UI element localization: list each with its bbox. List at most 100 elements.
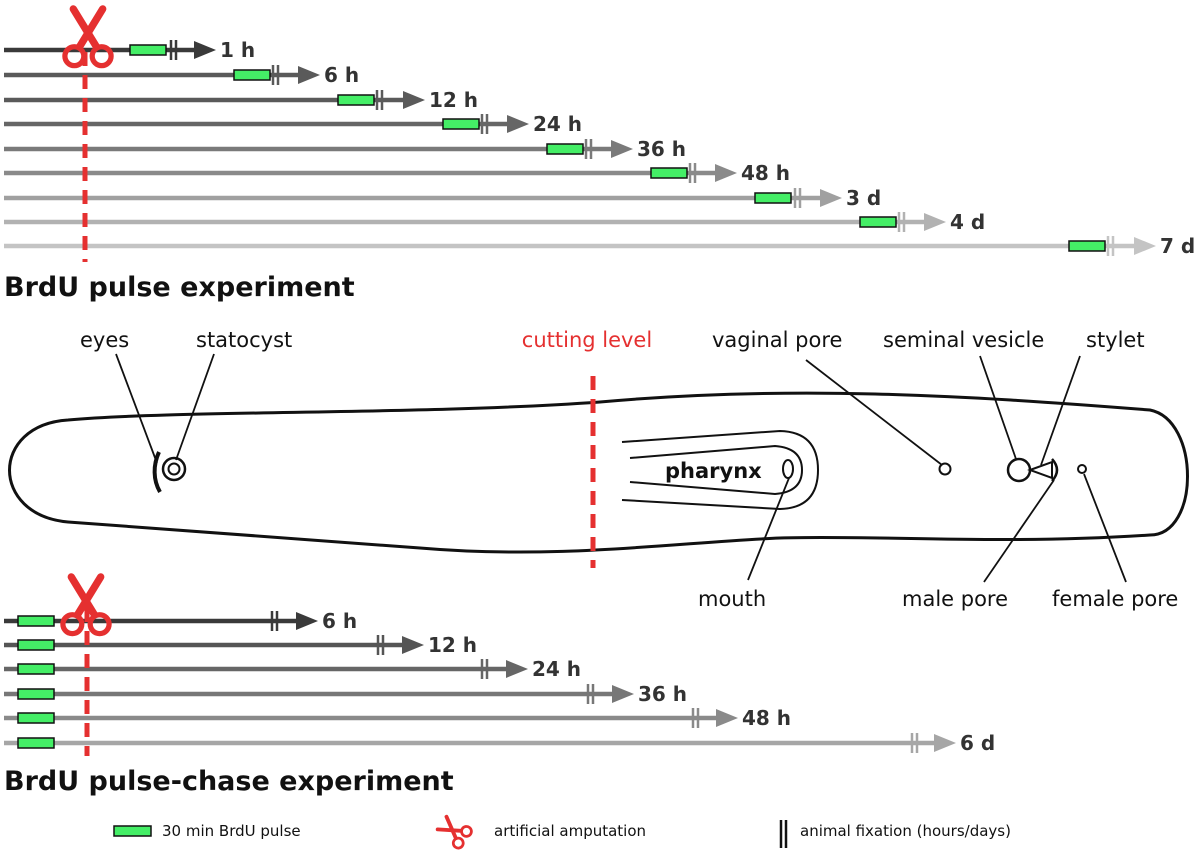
fixation-mark-icon	[793, 188, 802, 208]
arrowhead-icon	[194, 41, 216, 59]
chase-timeline-row: 24 h	[4, 657, 581, 681]
timepoint-label: 7 d	[1160, 234, 1195, 258]
pulse-timeline-row: 48 h	[4, 161, 790, 185]
arrowhead-icon	[612, 685, 634, 703]
pharynx-label: pharynx	[665, 459, 762, 483]
pulse-timeline-row: 3 d	[4, 186, 881, 210]
fixation-mark-icon	[376, 635, 385, 655]
stylet-icon	[1027, 460, 1053, 480]
animal-body: pharynx cutting level eyes statocyst vag…	[8, 328, 1189, 611]
pulse-bar-icon	[17, 615, 55, 627]
fixation-mark-icon	[897, 212, 906, 232]
pulse-experiment-timelines: 1 h 6 h 12 h24 h36 h 48 h3 d 4 d 7 d	[4, 38, 1195, 258]
seminal-vesicle-label: seminal vesicle	[883, 328, 1044, 352]
timepoint-label: 6 h	[322, 609, 357, 633]
pulse-bar-icon	[129, 44, 167, 56]
fixation-mark-icon	[270, 611, 279, 631]
fixation-mark-icon	[586, 684, 595, 704]
fixation-mark-icon	[169, 40, 178, 60]
timepoint-label: 48 h	[742, 706, 791, 730]
timepoint-label: 24 h	[532, 657, 581, 681]
fixation-mark-icon	[779, 820, 788, 848]
chase-timeline-row: 6 h	[4, 609, 357, 633]
mouth-leader	[747, 477, 790, 581]
timepoint-label: 12 h	[428, 633, 477, 657]
pharynx-outer	[621, 429, 820, 511]
pulse-bar-icon	[17, 712, 55, 724]
pulse-bar-icon	[650, 167, 688, 179]
pulse-bar-icon	[337, 94, 375, 106]
arrowhead-icon	[296, 612, 318, 630]
female-pore-icon	[1077, 464, 1087, 474]
legend-pulse-label: 30 min BrdU pulse	[162, 822, 301, 840]
legend: 30 min BrdU pulse artificial amputation …	[113, 811, 1011, 852]
chase-timeline-row: 36 h	[4, 682, 687, 706]
arrowhead-icon	[715, 164, 737, 182]
pulse-bar-icon	[17, 688, 55, 700]
pulse-timeline-row: 36 h	[4, 137, 686, 161]
pulse-bar-icon	[113, 825, 152, 837]
scissors-icon	[65, 9, 111, 66]
pulse-bar-icon	[1068, 240, 1106, 252]
fixation-mark-icon	[910, 733, 919, 753]
eyes-label: eyes	[80, 328, 129, 352]
scissors-icon	[433, 811, 476, 852]
pulse-timeline-row: 12 h	[4, 88, 478, 112]
arrowhead-icon	[298, 66, 320, 84]
pulse-timeline-row: 6 h	[4, 63, 359, 87]
pulse-bar-icon	[546, 143, 584, 155]
timepoint-label: 48 h	[741, 161, 790, 185]
pulse-timeline-row: 24 h	[4, 112, 582, 136]
arrowhead-icon	[924, 213, 946, 231]
pulse-timeline-row: 4 d	[4, 210, 985, 234]
fixation-mark-icon	[480, 659, 489, 679]
stylet-leader	[1040, 355, 1081, 466]
timepoint-label: 1 h	[220, 38, 255, 62]
pulse-timeline-row: 1 h	[4, 38, 255, 62]
timepoint-label: 36 h	[638, 682, 687, 706]
arrowhead-icon	[611, 140, 633, 158]
mouth-label: mouth	[698, 587, 766, 611]
legend-fixation-label: animal fixation (hours/days)	[800, 822, 1011, 840]
fixation-mark-icon	[691, 708, 700, 728]
timepoint-label: 4 d	[950, 210, 985, 234]
eye-icon	[152, 451, 162, 494]
timepoint-label: 6 h	[324, 63, 359, 87]
pulse-bar-icon	[859, 216, 897, 228]
fixation-mark-icon	[688, 163, 697, 183]
fixation-mark-icon	[480, 114, 489, 134]
seminal-vesicle-icon	[1006, 457, 1032, 483]
arrowhead-icon	[716, 709, 738, 727]
statocyst-leader	[175, 353, 215, 461]
arrowhead-icon	[507, 115, 529, 133]
stylet-label: stylet	[1086, 328, 1145, 352]
chase-timeline-row: 48 h	[4, 706, 791, 730]
eyes-leader	[115, 353, 158, 464]
arrowhead-icon	[934, 734, 956, 752]
timepoint-label: 12 h	[429, 88, 478, 112]
vaginal-pore-icon	[938, 462, 952, 476]
female-pore-label: female pore	[1052, 587, 1178, 611]
pulse-experiment-title: BrdU pulse experiment	[4, 272, 355, 303]
statocyst-icon	[161, 456, 187, 482]
timepoint-label: 6 d	[960, 731, 995, 755]
fixation-mark-icon	[271, 65, 280, 85]
mouth-icon	[782, 459, 794, 479]
pulse-chase-experiment-title: BrdU pulse-chase experiment	[4, 766, 454, 797]
pulse-bar-icon	[17, 663, 55, 675]
male-pore-icon	[1051, 458, 1059, 482]
arrowhead-icon	[820, 189, 842, 207]
fixation-mark-icon	[1106, 236, 1115, 256]
pulse-chase-experiment-timelines: 6 h 12 h 24 h 36 h 48 h 6 d	[4, 609, 995, 755]
male-pore-leader	[983, 479, 1055, 583]
female-pore-leader	[1083, 473, 1127, 583]
arrowhead-icon	[506, 660, 528, 678]
pulse-bar-icon	[233, 69, 271, 81]
chase-timeline-row: 6 d	[4, 731, 995, 755]
pulse-bar-icon	[17, 737, 55, 749]
pulse-bar-icon	[754, 192, 792, 204]
chase-timeline-row: 12 h	[4, 633, 477, 657]
fixation-mark-icon	[375, 90, 384, 110]
vaginal-pore-leader	[805, 359, 943, 466]
